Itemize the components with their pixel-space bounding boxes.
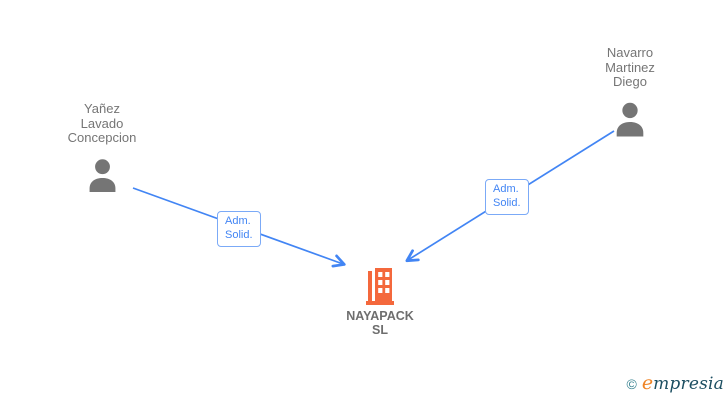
person-name-line: Lavado xyxy=(80,115,124,131)
person-name-line: Martinez xyxy=(605,59,655,75)
node-person-navarro[interactable]: Navarro Martinez Diego xyxy=(578,45,682,138)
person-name-line: Concepcion xyxy=(67,130,137,145)
edge-label-line: Adm. xyxy=(493,183,519,195)
edge-label-line: Adm. xyxy=(225,215,251,227)
brand-text: mpresia xyxy=(653,374,724,394)
node-company-nayapack[interactable]: NAYAPACK SL xyxy=(330,268,430,337)
person-name-label: Navarro Martinez Diego xyxy=(605,45,655,90)
brand-initial: e xyxy=(641,372,654,394)
edge-label-adm-solid-left[interactable]: Adm. Solid. xyxy=(217,211,261,247)
edge-label-line: Solid. xyxy=(493,196,521,209)
company-name-line: SL xyxy=(372,323,388,337)
empresia-logo[interactable]: © e mpresia xyxy=(627,372,724,394)
company-name-label: NAYAPACK SL xyxy=(346,309,414,337)
person-name-line: Diego xyxy=(613,74,647,89)
node-person-yanez[interactable]: Yañez Lavado Concepcion xyxy=(50,101,154,194)
person-icon xyxy=(86,157,119,194)
edge-label-line: Solid. xyxy=(225,228,253,241)
person-name-label: Yañez Lavado Concepcion xyxy=(67,101,137,146)
copyright-icon: © xyxy=(626,376,637,392)
person-name-line: Navarro xyxy=(606,45,654,60)
building-icon xyxy=(366,268,394,305)
person-name-line: Yañez xyxy=(84,101,120,116)
edge-label-adm-solid-right[interactable]: Adm. Solid. xyxy=(485,179,529,215)
person-icon xyxy=(613,101,647,138)
company-name-line: NAYAPACK xyxy=(346,309,414,323)
